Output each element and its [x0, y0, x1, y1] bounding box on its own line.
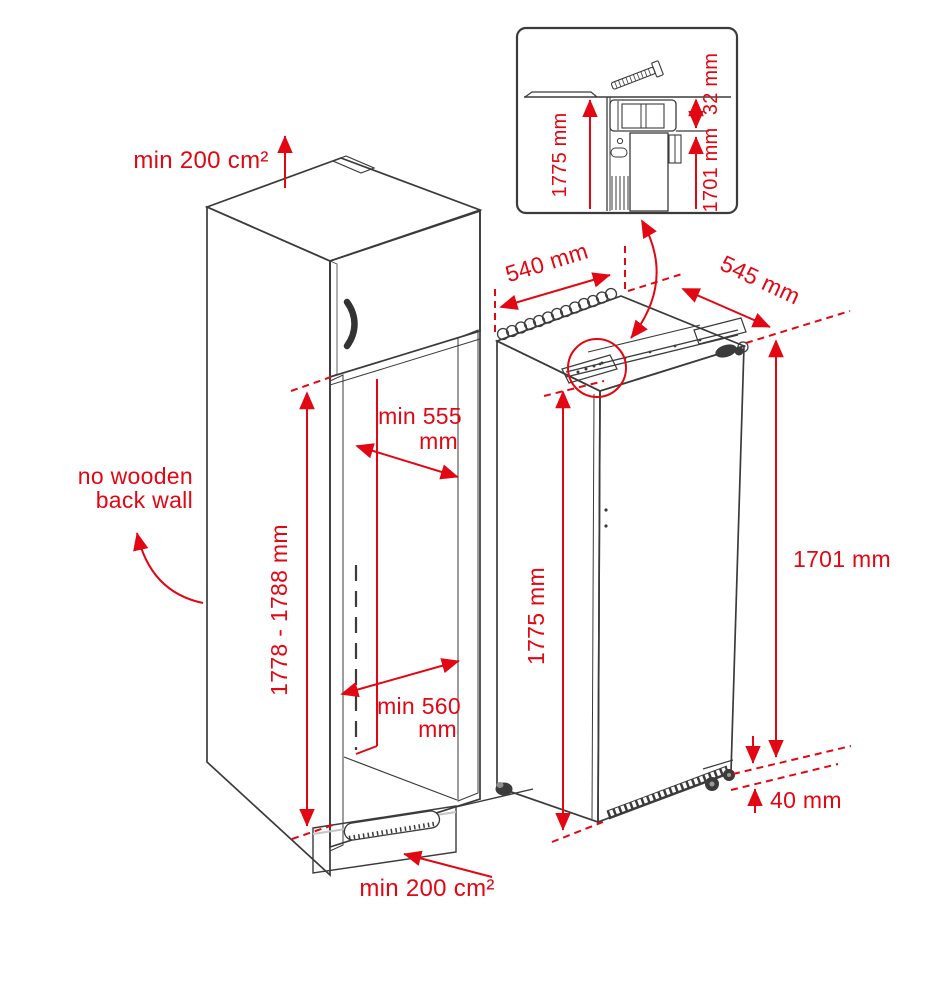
inset-screw-hole	[616, 137, 624, 145]
niche-width-arrow	[340, 658, 460, 698]
label-height: 1775 mm	[523, 567, 549, 665]
cabinet-dimensions: min 200 cm² no wooden back wall 1778 - 1…	[78, 135, 494, 902]
plinth-vent-grille	[348, 821, 435, 841]
label-niche-depth-1: min 555	[378, 403, 462, 429]
detail-highlight-circle	[567, 338, 627, 398]
corner-fixing-plate	[561, 354, 618, 384]
label-niche-width-1: min 560	[377, 693, 461, 719]
label-back-wall-1: no wooden	[78, 463, 193, 489]
inset-worktop-lip	[524, 91, 598, 98]
appliance-edge-line	[591, 393, 595, 820]
door-gap-dot	[604, 524, 608, 528]
inset-connector-arrow	[630, 219, 658, 339]
label-niche-depth-2: mm	[419, 428, 458, 454]
cabinet-door-handle	[343, 298, 358, 350]
inset-hinge-box	[609, 99, 677, 132]
niche-bottom-extension	[291, 824, 334, 840]
label-niche-height: 1778 - 1788 mm	[266, 524, 292, 696]
bottom-clearance-arrow	[403, 850, 493, 878]
inset-door-section	[629, 132, 669, 212]
inset-frame	[515, 26, 739, 215]
inset-ribs	[611, 176, 629, 210]
front-foot	[495, 782, 513, 796]
cabinet-door-edge	[329, 260, 338, 378]
label-top-clearance: min 200 cm²	[133, 147, 268, 174]
label-inset-door-height: 1701 mm	[700, 128, 722, 213]
height-extension-top	[543, 380, 605, 397]
label-inset-gap: 32 mm	[700, 53, 722, 115]
cabinet-top-vent-notch	[331, 155, 376, 174]
top-hinge	[715, 341, 749, 358]
foot-extension-top	[732, 745, 852, 775]
foot-extension-bottom	[730, 763, 839, 791]
cabinet-base-line	[455, 788, 534, 808]
detail-inset: 1775 mm 32 mm 1701 mm	[515, 26, 739, 215]
rear-rollers	[702, 759, 735, 791]
label-back-wall-2: back wall	[96, 487, 193, 513]
door-gap-dot	[604, 508, 608, 512]
niche-floor-edge	[343, 756, 458, 801]
niche-right-jamb	[457, 329, 479, 802]
inset-slot	[610, 147, 628, 158]
label-bottom-clearance: min 200 cm²	[359, 875, 494, 902]
label-door-height: 1701 mm	[793, 546, 891, 572]
fixing-screw	[610, 60, 664, 90]
cabinet-top-face	[204, 157, 483, 262]
back-wall-arrow	[133, 532, 204, 604]
inset-pointer	[567, 219, 658, 398]
niche-left-jamb	[329, 374, 344, 852]
label-foot-clearance: 40 mm	[770, 787, 842, 813]
height-extension-bottom	[551, 821, 604, 843]
niche-depth-arrow	[355, 443, 459, 480]
label-inset-height: 1775 mm	[549, 113, 571, 198]
cabinet-drawing	[204, 155, 534, 877]
cabinet-plinth	[312, 805, 457, 874]
niche-depth-reference-tick	[355, 745, 378, 755]
appliance-dimensions: 540 mm 545 mm 1775 mm 1701 mm 40 mm	[494, 238, 891, 843]
width-arrow	[681, 288, 771, 328]
width-extension-right	[745, 310, 851, 344]
label-niche-width-2: mm	[418, 716, 457, 742]
depth-arrow	[499, 272, 611, 310]
